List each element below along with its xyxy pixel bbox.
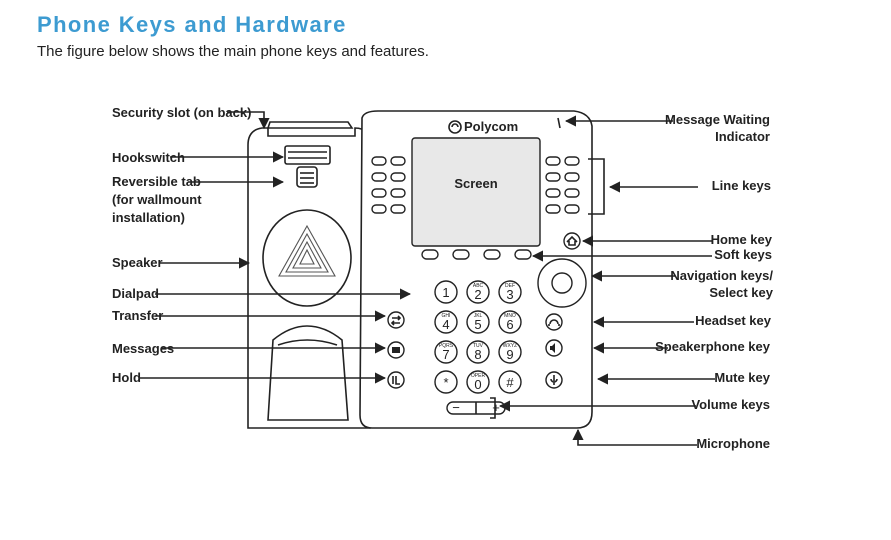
svg-text:8: 8 — [474, 347, 481, 362]
volume-keys[interactable]: − + — [446, 400, 506, 415]
right-labels: Message Waiting Indicator Line keys Home… — [655, 112, 774, 451]
label-transfer: Transfer — [112, 308, 163, 323]
dial-key-3[interactable]: DEF 3 — [498, 280, 522, 304]
home-key[interactable] — [563, 232, 581, 250]
label-messages: Messages — [112, 341, 174, 356]
svg-text:GHI: GHI — [442, 313, 451, 319]
label-volume-keys: Volume keys — [691, 397, 770, 412]
dial-key-6[interactable]: MNO 6 — [498, 310, 522, 334]
page-title: Phone Keys and Hardware — [37, 12, 347, 37]
dial-key-2[interactable]: ABC 2 — [466, 280, 490, 304]
navigation-keys[interactable] — [537, 258, 587, 308]
dial-key-0[interactable]: OPER 0 — [466, 370, 490, 394]
svg-text:OPER: OPER — [471, 373, 486, 379]
volume-up-icon: + — [492, 400, 500, 415]
line-keys-left[interactable] — [371, 156, 406, 214]
speakerphone-key[interactable] — [545, 339, 563, 357]
left-callouts — [140, 111, 412, 384]
label-soft-keys: Soft keys — [714, 247, 772, 262]
transfer-icon — [390, 315, 402, 326]
svg-text:#: # — [506, 375, 514, 390]
polycom-logo-icon — [448, 120, 462, 134]
screen-label: Screen — [454, 176, 497, 191]
volume-down-icon: − — [452, 400, 460, 415]
svg-text:MNO: MNO — [504, 313, 516, 319]
handset-cradle — [247, 121, 371, 429]
speakerphone-icon — [550, 343, 555, 353]
transfer-key[interactable] — [387, 311, 405, 329]
label-message-waiting: Message Waiting — [665, 112, 770, 127]
dial-key-5[interactable]: JKL 5 — [466, 310, 490, 334]
label-message-waiting-2: Indicator — [715, 129, 770, 144]
svg-text:*: * — [443, 375, 448, 390]
left-labels: Security slot (on back) Hookswitch Rever… — [112, 105, 251, 385]
dial-key-9[interactable]: WXYZ 9 — [498, 340, 522, 364]
svg-text:ABC: ABC — [473, 283, 484, 289]
headset-key[interactable] — [545, 313, 563, 331]
hold-icon — [392, 376, 400, 385]
soft-keys[interactable] — [421, 249, 532, 260]
svg-text:4: 4 — [442, 317, 449, 332]
dial-key-hash[interactable]: # — [498, 370, 522, 394]
mute-key[interactable] — [545, 371, 563, 389]
svg-text:DEF: DEF — [505, 283, 515, 289]
hold-key[interactable] — [387, 371, 405, 389]
brand-name: Polycom — [464, 119, 518, 134]
label-headset-key: Headset key — [695, 313, 772, 328]
label-home-key: Home key — [711, 232, 773, 247]
screen — [411, 137, 541, 247]
page-subtitle: The figure below shows the main phone ke… — [37, 43, 429, 60]
select-key — [551, 272, 573, 294]
svg-text:3: 3 — [506, 287, 513, 302]
right-callouts — [490, 115, 715, 446]
label-reversible-tab-3: installation) — [112, 210, 185, 225]
label-line-keys: Line keys — [712, 178, 771, 193]
svg-text:5: 5 — [474, 317, 481, 332]
messages-key[interactable] — [387, 341, 405, 359]
dial-key-7[interactable]: PQRS 7 — [434, 340, 458, 364]
microphone-icon — [550, 375, 558, 385]
label-microphone: Microphone — [696, 436, 770, 451]
dial-key-star[interactable]: * — [434, 370, 458, 394]
svg-text:2: 2 — [474, 287, 481, 302]
envelope-icon — [392, 347, 400, 353]
svg-text:0: 0 — [474, 377, 481, 392]
svg-text:PQRS: PQRS — [439, 343, 454, 349]
dial-key-1[interactable]: 1 — [434, 280, 458, 304]
label-hold: Hold — [112, 370, 141, 385]
dial-key-8[interactable]: TUV 8 — [466, 340, 490, 364]
label-mute-key: Mute key — [714, 370, 770, 385]
svg-text:TUV: TUV — [473, 343, 484, 349]
dialpad: 1 ABC 2 DEF 3 GHI 4 JKL 5 MNO 6 — [434, 280, 522, 394]
svg-text:7: 7 — [442, 347, 449, 362]
headset-icon — [548, 319, 560, 326]
label-select-key: Select key — [709, 285, 773, 300]
svg-text:WXYZ: WXYZ — [503, 343, 517, 349]
svg-text:9: 9 — [506, 347, 513, 362]
svg-text:6: 6 — [506, 317, 513, 332]
label-speaker: Speaker — [112, 255, 163, 270]
svg-text:JKL: JKL — [474, 313, 483, 319]
phone-body: Polycom Screen — [359, 110, 593, 429]
home-icon — [566, 235, 578, 246]
label-reversible-tab: Reversible tab — [112, 174, 201, 189]
svg-text:1: 1 — [442, 285, 449, 300]
label-security-slot: Security slot (on back) — [112, 105, 251, 120]
dial-key-4[interactable]: GHI 4 — [434, 310, 458, 334]
message-waiting-led — [557, 117, 561, 129]
label-hookswitch: Hookswitch — [112, 150, 185, 165]
label-dialpad: Dialpad — [112, 286, 159, 301]
label-navigation: Navigation keys/ — [670, 268, 773, 283]
label-speakerphone-key: Speakerphone key — [655, 339, 771, 354]
line-keys-right[interactable] — [545, 156, 580, 214]
label-reversible-tab-2: (for wallmount — [112, 192, 202, 207]
speaker-grille — [278, 224, 336, 277]
